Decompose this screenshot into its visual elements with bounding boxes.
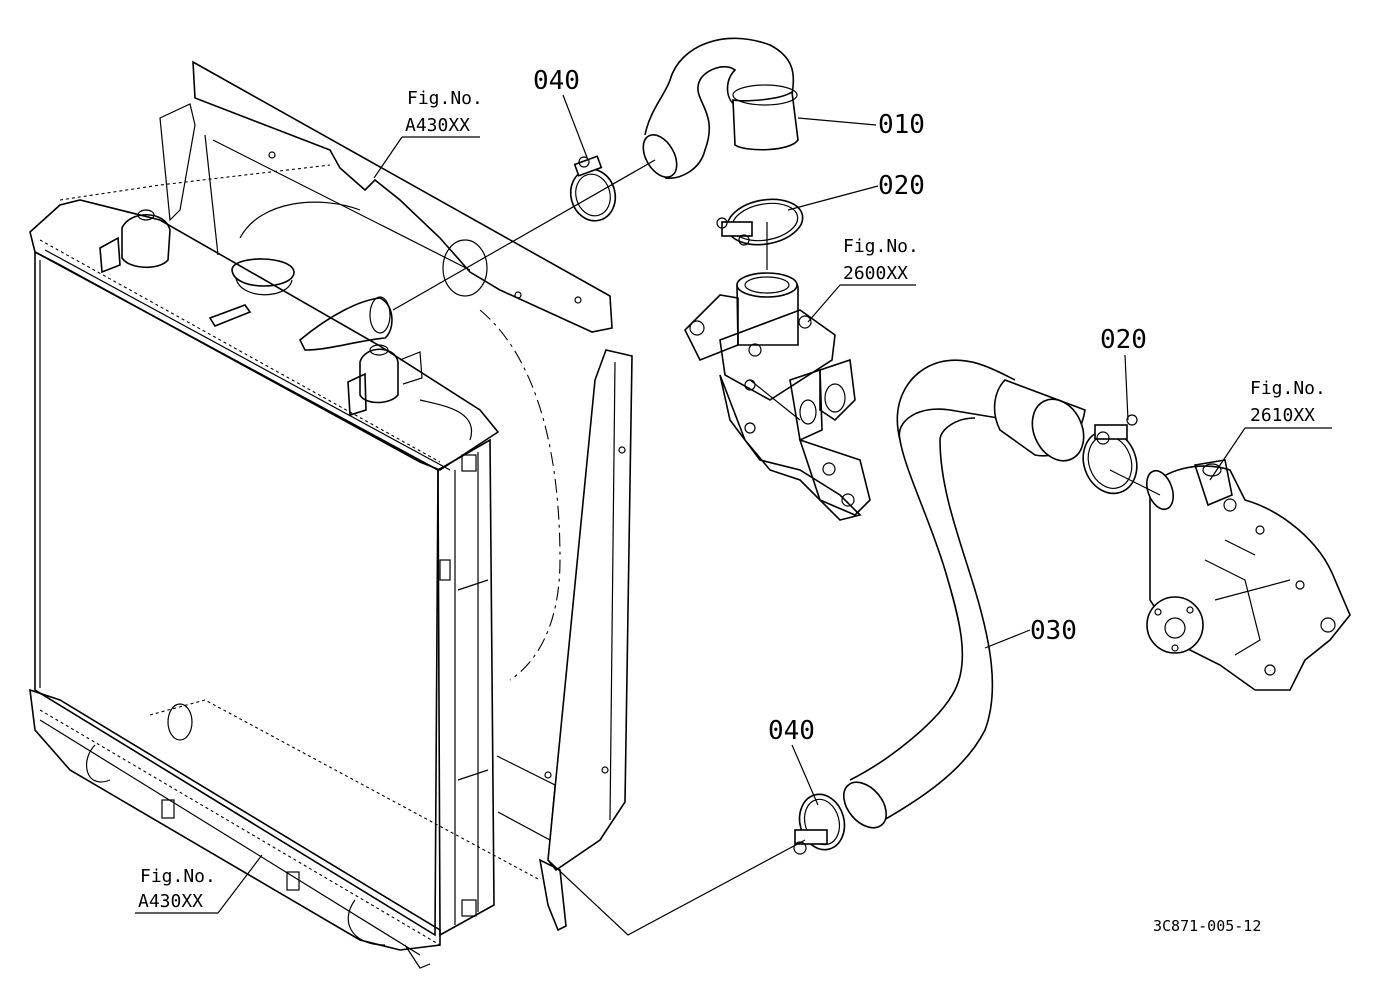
fig-ref-a430-top-title: Fig.No. [407, 88, 483, 109]
part-label-040-bottom: 040 [768, 716, 815, 746]
part-label-020-top: 020 [878, 171, 925, 201]
part-label-010: 010 [878, 110, 925, 140]
part-label-040-top: 040 [533, 66, 580, 96]
clamp-020-top [716, 198, 804, 246]
assembly-guide-lines [392, 159, 1161, 936]
fig-ref-2600-number: 2600XX [843, 263, 908, 284]
water-pump [1146, 459, 1351, 691]
fan-shroud [159, 60, 633, 932]
fig-ref-2600-title: Fig.No. [843, 236, 919, 257]
clamp-020-right [1082, 414, 1138, 495]
clamp-040-top [569, 155, 617, 222]
drawing-code: 3C871-005-12 [1153, 917, 1261, 935]
fig-ref-a430-bottom-title: Fig.No. [140, 866, 216, 887]
fig-ref-2610-number: 2610XX [1250, 405, 1315, 426]
thermostat-housing [684, 272, 871, 521]
fig-ref-a430-bottom-number: A430XX [138, 891, 203, 912]
fig-ref-a430-top-number: A430XX [405, 115, 470, 136]
leader-lines [135, 94, 1332, 914]
part-label-020-right: 020 [1100, 325, 1147, 355]
upper-hose-010 [642, 37, 799, 179]
part-label-030: 030 [1030, 616, 1077, 646]
lower-hose-030 [843, 359, 1086, 829]
clamp-040-bottom [793, 793, 846, 855]
radiator [29, 164, 541, 969]
fig-ref-2610-title: Fig.No. [1250, 378, 1326, 399]
